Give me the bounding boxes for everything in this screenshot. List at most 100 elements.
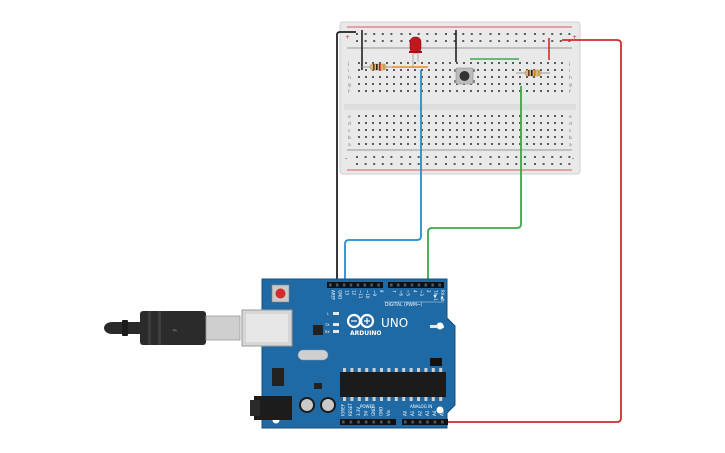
- header-pin[interactable]: [370, 283, 373, 287]
- breadboard-hole: [421, 129, 423, 131]
- header-pin[interactable]: [438, 283, 441, 287]
- rail-hole: [356, 156, 358, 158]
- breadboard-hole: [393, 122, 395, 124]
- wire-red-5v[interactable]: [445, 39, 622, 423]
- header-pin[interactable]: [410, 283, 414, 287]
- wire-blue-pin13[interactable]: [344, 70, 422, 286]
- header-pin[interactable]: [411, 420, 414, 424]
- header-pin[interactable]: [380, 420, 383, 424]
- breadboard-hole: [372, 122, 374, 124]
- header-pin[interactable]: [342, 420, 345, 424]
- breadboard-hole: [477, 122, 479, 124]
- header-pin[interactable]: [349, 283, 353, 287]
- wire-black-gnd[interactable]: [336, 31, 356, 286]
- wire-green-pin2[interactable]: [427, 86, 522, 286]
- row-letter: c: [569, 129, 572, 134]
- rail-hole: [453, 40, 456, 42]
- rail-hole: [462, 163, 465, 165]
- usb-cable[interactable]: ⌁: [104, 311, 241, 345]
- header-pin[interactable]: [349, 420, 353, 424]
- resistor-left[interactable]: [362, 63, 395, 71]
- breadboard-hole: [470, 62, 472, 64]
- led-rx: [333, 330, 339, 333]
- header-pin[interactable]: [417, 283, 421, 287]
- header-pin[interactable]: [426, 420, 429, 424]
- rail-hole: [417, 156, 420, 158]
- breadboard-hole: [421, 76, 423, 78]
- header-pin[interactable]: [404, 420, 407, 424]
- power-header[interactable]: [340, 419, 396, 425]
- resistor-right[interactable]: [516, 69, 550, 77]
- header-pin[interactable]: [342, 283, 346, 287]
- breadboard-hole: [393, 115, 395, 117]
- breadboard-hole: [463, 90, 465, 92]
- breadboard-hole: [372, 83, 374, 85]
- breadboard-hole: [365, 62, 367, 64]
- header-pin[interactable]: [364, 420, 368, 424]
- power-jack[interactable]: [254, 396, 292, 420]
- header-pin[interactable]: [356, 283, 360, 287]
- breadboard-hole: [428, 129, 430, 131]
- chip-pins: [343, 368, 443, 372]
- header-pin[interactable]: [363, 283, 367, 287]
- rail-hole: [417, 33, 420, 35]
- header-pin[interactable]: [396, 283, 400, 287]
- breadboard-hole: [414, 136, 416, 138]
- breadboard-hole: [526, 136, 528, 138]
- analog-header[interactable]: [402, 419, 448, 425]
- pushbutton[interactable]: [454, 67, 475, 85]
- rail-hole: [559, 156, 562, 158]
- header-pin[interactable]: [329, 283, 332, 287]
- chip-pin: [350, 368, 354, 372]
- header-pin[interactable]: [387, 420, 391, 424]
- breadboard-hole: [477, 129, 479, 131]
- rail-hole: [515, 163, 518, 165]
- breadboard-hole: [372, 129, 374, 131]
- chip-pin: [357, 397, 361, 401]
- breadboard-hole: [547, 129, 549, 131]
- breadboard-hole: [400, 143, 402, 145]
- breadboard-hole: [561, 136, 563, 138]
- breadboard-hole: [526, 62, 528, 64]
- breadboard-hole: [407, 122, 409, 124]
- header-pin[interactable]: [377, 283, 380, 287]
- digital-pin-label: ~11: [358, 290, 363, 299]
- crystal-oscillator: [297, 349, 329, 361]
- header-pin[interactable]: [335, 283, 339, 287]
- breadboard-hole: [533, 76, 535, 78]
- breadboard-hole: [484, 115, 486, 117]
- rail-hole: [498, 33, 501, 35]
- digital-header-high[interactable]: [327, 282, 383, 288]
- breadboard-hole: [393, 143, 395, 145]
- header-pin[interactable]: [431, 283, 434, 287]
- breadboard-hole: [561, 76, 563, 78]
- header-pin[interactable]: [418, 420, 422, 424]
- header-pin[interactable]: [424, 283, 428, 287]
- header-pin[interactable]: [357, 420, 360, 424]
- rail-hole: [381, 33, 384, 35]
- usb-chip: [313, 325, 323, 335]
- row-letter: b: [348, 135, 351, 141]
- breadboard-hole: [393, 62, 395, 64]
- breadboard-hole: [386, 76, 388, 78]
- rail-hole: [373, 163, 376, 165]
- breadboard-hole: [512, 136, 514, 138]
- breadboard-hole: [547, 62, 549, 64]
- header-pin[interactable]: [433, 420, 437, 424]
- header-pin[interactable]: [390, 283, 393, 287]
- header-pin[interactable]: [372, 420, 375, 424]
- red-led[interactable]: [409, 36, 422, 68]
- digital-header-low[interactable]: [388, 282, 444, 288]
- rail-hole: [426, 156, 429, 158]
- breadboard-hole: [442, 83, 444, 85]
- rail-hole: [542, 40, 545, 42]
- header-pin[interactable]: [403, 283, 407, 287]
- breadboard-hole: [526, 143, 528, 145]
- header-pin[interactable]: [441, 420, 444, 424]
- chip-pin: [350, 397, 354, 401]
- breadboard-hole: [428, 136, 430, 138]
- bottom-pin-holes: [342, 420, 444, 424]
- breadboard-hole: [491, 115, 493, 117]
